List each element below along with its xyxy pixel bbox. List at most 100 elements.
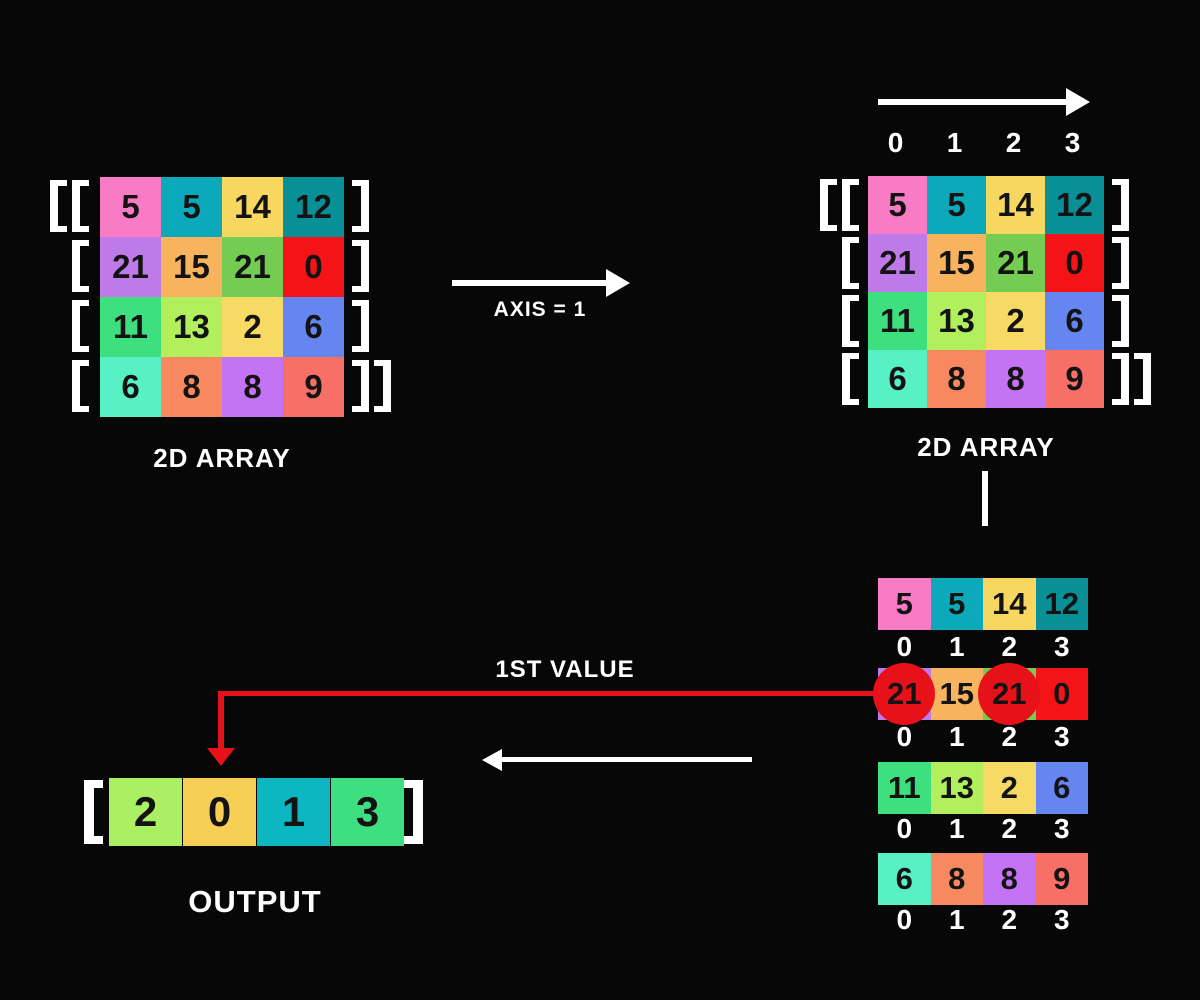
row-strip-3-indices: 0 1 2 3 [878,904,1088,935]
strip-cell: 6 [878,853,931,905]
array-cell: 6 [283,297,344,357]
array-cell: 6 [100,357,161,417]
argmax-highlight-circle [873,663,936,725]
row-strip-2-indices: 0 1 2 3 [878,813,1088,844]
axis-arrow-line [452,280,610,286]
output-cell: 3 [331,778,404,846]
left-array-label: 2D ARRAY [153,443,291,473]
array-cell: 9 [1045,350,1104,408]
row-direction-arrow-head-icon [1066,88,1090,116]
column-index: 3 [1064,127,1081,158]
strip-cell: 0 [1035,668,1088,720]
strip-index: 2 [1001,631,1018,662]
strip-cell: 5 [878,578,931,630]
left-bracket-row2-open [72,300,89,352]
output-cell: 2 [109,778,182,846]
right-bracket-row2-close [1112,295,1129,347]
row-strip-2: 11 13 2 6 [878,762,1088,814]
array-cell: 8 [927,350,986,408]
right-bracket-row2-open [842,295,859,347]
strip-cell: 15 [930,668,983,720]
right-bracket-row3-open [842,353,859,405]
array-cell: 11 [100,297,161,357]
column-index: 1 [946,127,963,158]
strip-index: 3 [1053,721,1070,752]
array-cell: 5 [868,176,927,234]
strip-cell: 8 [930,853,983,905]
strip-index: 0 [896,721,913,752]
first-value-arrow-vline [218,691,224,748]
array-cell: 5 [100,177,161,237]
right-bracket-row1-close [1112,237,1129,289]
strip-cell: 2 [983,762,1036,814]
output-cell: 1 [257,778,330,846]
strip-cell: 6 [1035,762,1088,814]
strip-cell: 12 [1035,578,1088,630]
output-bracket-close [404,780,423,844]
output-array: 2 0 1 3 [109,778,404,846]
strip-index: 3 [1053,904,1070,935]
strip-index: 3 [1053,631,1070,662]
strip-index: 1 [948,904,965,935]
split-connector-line [982,471,988,526]
strip-index: 1 [948,721,965,752]
first-value-arrow-head-icon [207,748,235,766]
left-bracket-row0-open [72,180,89,232]
column-index: 0 [887,127,904,158]
output-label: OUTPUT [188,884,322,919]
left-bracket-row1-close [352,240,369,292]
right-bracket-row1-open [842,237,859,289]
column-index: 2 [1005,127,1022,158]
strip-cell: 14 [983,578,1036,630]
array-cell: 21 [986,234,1045,292]
right-bracket-outer-close [1134,353,1151,405]
left-bracket-outer-open [50,180,67,232]
axis-arrow-head-icon [606,269,630,297]
right-array-label: 2D ARRAY [917,432,1055,462]
left-bracket-row3-open [72,360,89,412]
right-bracket-row3-close [1112,353,1129,405]
right-bracket-row0-close [1112,179,1129,231]
array-cell: 21 [868,234,927,292]
strip-index: 1 [948,813,965,844]
right-2d-array-grid: 5 5 14 12 21 15 21 0 11 13 2 6 6 8 8 9 [868,176,1104,408]
first-value-arrow-hline [221,691,878,696]
left-bracket-row1-open [72,240,89,292]
array-cell: 8 [222,357,283,417]
output-cell: 0 [183,778,256,846]
array-cell: 12 [283,177,344,237]
row-strip-0: 5 5 14 12 [878,578,1088,630]
strip-index: 3 [1053,813,1070,844]
right-bracket-outer-open [820,179,837,231]
array-cell: 21 [222,237,283,297]
argmax-highlight-circle [978,663,1041,725]
strip-cell-argmax: 21 [873,663,936,725]
strip-index: 2 [1001,813,1018,844]
strip-index: 0 [896,813,913,844]
array-cell: 11 [868,292,927,350]
strip-cell: 9 [1035,853,1088,905]
strip-cell: 11 [878,762,931,814]
strip-index: 2 [1001,721,1018,752]
output-bracket-open [84,780,103,844]
row-strip-1-indices: 0 1 2 3 [878,721,1088,752]
array-cell: 8 [986,350,1045,408]
array-cell: 0 [1045,234,1104,292]
array-cell: 14 [222,177,283,237]
strip-cell: 5 [930,578,983,630]
array-cell: 12 [1045,176,1104,234]
array-cell: 21 [100,237,161,297]
array-cell: 9 [283,357,344,417]
array-cell: 13 [161,297,222,357]
array-cell: 8 [161,357,222,417]
left-bracket-row2-close [352,300,369,352]
column-indices: 0 1 2 3 [866,126,1102,160]
array-cell: 0 [283,237,344,297]
return-arrow-head-icon [482,749,502,771]
array-cell: 6 [868,350,927,408]
right-bracket-row0-open [842,179,859,231]
strip-index: 2 [1001,904,1018,935]
array-cell: 14 [986,176,1045,234]
array-cell: 6 [1045,292,1104,350]
